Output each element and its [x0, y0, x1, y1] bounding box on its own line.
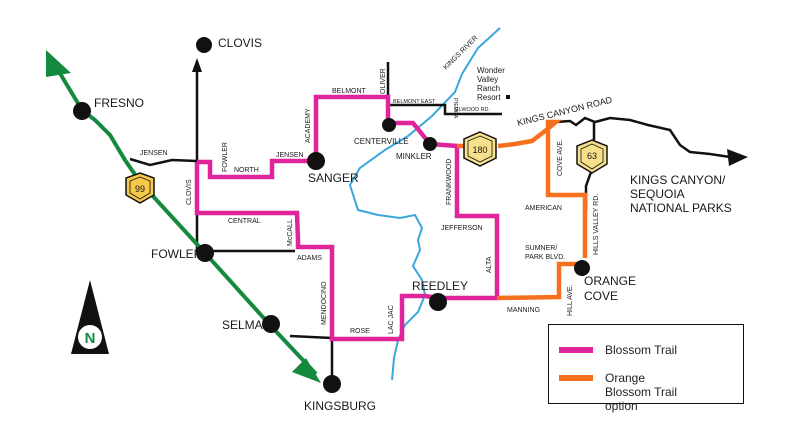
- city-label-clovis: CLOVIS: [218, 36, 262, 50]
- city-label-centerville: CENTERVILLE: [354, 137, 409, 146]
- road-label-hills-valley: HILLS VALLEY RD.: [593, 194, 600, 255]
- resort-label-line-4: Resort: [477, 93, 501, 102]
- road-label-belmont-east: BELMONT EAST: [393, 99, 436, 105]
- road-label-mccall: McCALL: [287, 219, 294, 246]
- hwy99-arrow-north-icon: [46, 50, 71, 77]
- city-label-sanger: SANGER: [308, 171, 359, 185]
- road-label-lac-jac: LAC JAC: [388, 305, 395, 334]
- hwy63-shield-label: 63: [587, 151, 597, 161]
- parks-label-line-2: SEQUOIA: [630, 187, 685, 201]
- road-jensen-west: [129, 157, 198, 167]
- hwy63-shield: 63: [576, 139, 608, 174]
- legend-item-blossom-trail: Blossom Trail: [559, 343, 677, 357]
- road-label-academy: ACADEMY: [305, 108, 312, 143]
- city-label-fowler: FOWLER: [151, 247, 203, 261]
- resort-marker-icon: [506, 95, 510, 99]
- local-roads: [129, 62, 731, 384]
- resort-label-line-1: Wonder: [477, 66, 505, 75]
- road-label-rose: ROSE: [350, 328, 370, 335]
- sanger-dot: [307, 152, 325, 170]
- city-markers: [73, 37, 590, 393]
- minkler-dot: [423, 137, 437, 151]
- parks-label-line-3: NATIONAL PARKS: [630, 201, 732, 215]
- hwy180-shield: 180: [463, 131, 497, 167]
- road-label-adams: ADAMS: [297, 255, 322, 262]
- road-label-sumner-1: SUMNER/: [525, 245, 557, 252]
- fresno-dot: [73, 102, 91, 120]
- parks-arrow-icon: [727, 149, 748, 166]
- road-label-hill-ave: HILL AVE.: [567, 284, 574, 316]
- compass-label: N: [85, 330, 96, 347]
- map-legend: Blossom Trail Orange Blossom Trail optio…: [548, 324, 744, 413]
- hwy180-shield-label: 180: [472, 145, 487, 155]
- road-label-sumner-2: PARK BLVD.: [525, 254, 565, 261]
- road-label-jensen-east: JENSEN: [276, 152, 304, 159]
- road-label-manning: MANNING: [507, 307, 540, 314]
- city-label-minkler: MINKLER: [396, 152, 432, 161]
- road-belmont-east: [390, 103, 502, 116]
- resort-label-line-3: Ranch: [477, 84, 500, 93]
- road-label-belmont: BELMONT: [332, 88, 367, 95]
- legend-label-blossom-trail: Blossom Trail: [605, 343, 678, 357]
- road-label-kings-canyon-road: KINGS CANYON ROAD: [516, 95, 614, 128]
- road-label-north: NORTH: [234, 167, 259, 174]
- road-label-oliver: OLIVER: [380, 68, 387, 94]
- road-selma-rose: [289, 334, 333, 340]
- road-label-piedra: PIEDRA: [452, 98, 458, 119]
- legend-swatch-orange-blossom-trail: [559, 375, 593, 381]
- compass-north-icon: N: [71, 280, 109, 354]
- road-label-alta: ALTA: [486, 256, 493, 273]
- road-label-american: AMERICAN: [525, 205, 562, 212]
- road-kings-canyon-east: [555, 116, 731, 159]
- kingsburg-dot: [323, 375, 341, 393]
- parks-label-line-1: KINGS CANYON/: [630, 173, 726, 187]
- legend-label-orange-blossom-trail: Orange Blossom Trail option: [605, 371, 678, 413]
- centerville-dot: [382, 118, 396, 132]
- hwy99-shield: 99: [125, 172, 155, 204]
- road-label-jefferson: JEFFERSON: [441, 225, 483, 232]
- reedley-dot: [429, 293, 447, 311]
- road-label-fowler: FOWLER: [222, 142, 229, 172]
- legend-swatch-blossom-trail: [559, 347, 593, 353]
- road-label-elwood: ELWOOD RD.: [455, 107, 491, 113]
- fowler-dot: [196, 244, 214, 262]
- city-label-orange-cove-2: COVE: [584, 289, 618, 303]
- road-label-central: CENTRAL: [228, 218, 261, 225]
- hwy99-arrow-south-icon: [292, 358, 321, 383]
- city-label-orange-cove-1: ORANGE: [584, 274, 636, 288]
- road-label-frankwood: FRANKWOOD: [446, 159, 453, 205]
- hwy99-shield-label: 99: [135, 184, 145, 194]
- road-label-clovis: CLOVIS: [186, 179, 193, 205]
- road-label-cove-ave: COVE AVE.: [557, 139, 564, 176]
- clovis-dot: [196, 37, 212, 53]
- city-label-reedley: REEDLEY: [412, 279, 468, 293]
- city-label-selma: SELMA: [222, 318, 263, 332]
- selma-dot: [262, 315, 280, 333]
- orange-cove-dot: [574, 260, 590, 276]
- city-label-kingsburg: KINGSBURG: [304, 399, 376, 413]
- road-label-jensen-west: JENSEN: [140, 150, 168, 157]
- kings-river: [348, 27, 501, 381]
- clovis-arrow-icon: [192, 58, 202, 72]
- legend-item-orange-blossom-trail: Orange Blossom Trail option: [559, 371, 689, 413]
- road-label-mendocino: MENDOCINO: [321, 281, 328, 325]
- resort-label-line-2: Valley: [477, 75, 498, 84]
- blossom-trail-route: [194, 94, 500, 342]
- city-label-fresno: FRESNO: [94, 96, 144, 110]
